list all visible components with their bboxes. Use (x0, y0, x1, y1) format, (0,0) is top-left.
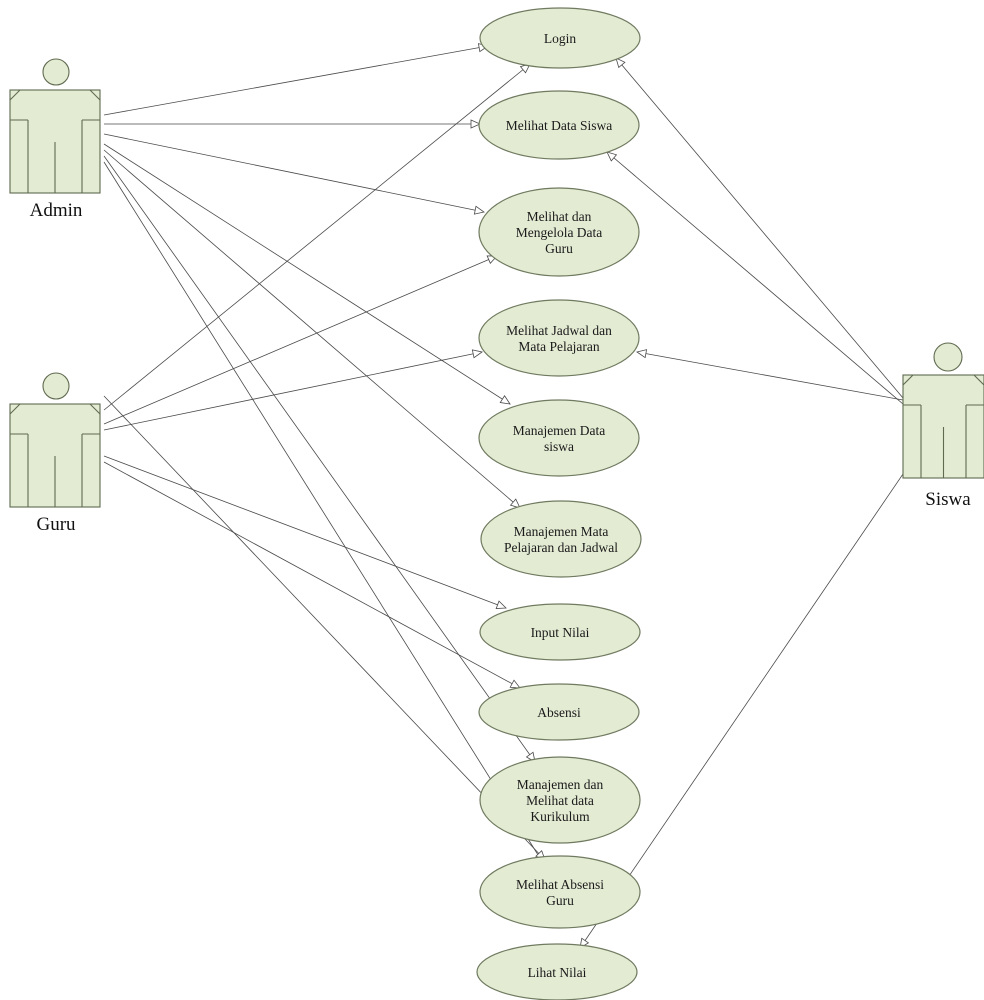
actor-detail-line (9, 89, 21, 101)
use-case-ellipse (479, 855, 641, 929)
arrowhead-siswa-melihat-data-siswa (606, 151, 618, 162)
use-case-label: siswa (544, 439, 574, 454)
use-case-ellipse (476, 943, 638, 1000)
use-case-label: Manajemen Mata (514, 524, 609, 539)
use-case-label: Pelajaran dan Jadwal (504, 540, 618, 555)
use-case-label: Absensi (537, 705, 581, 720)
arrowhead-siswa-melihat-jadwal (636, 349, 648, 359)
use-case-ellipse (479, 756, 641, 844)
association-layer (103, 43, 919, 949)
use-case-label: Manajemen dan (517, 777, 604, 792)
arrowhead-admin-manajemen-mapel-jadwal (509, 498, 521, 509)
association-guru-absensi (103, 461, 521, 689)
use-case-ellipse (479, 603, 641, 661)
actor-label: Siswa (925, 489, 971, 510)
arrowhead-admin-melihat-mengelola-data-guru (473, 205, 485, 215)
association-guru-manajemen-kurikulum (103, 395, 546, 861)
use-case-input-nilai[interactable]: Input Nilai (479, 603, 641, 661)
use-case-label: Melihat dan (527, 209, 592, 224)
use-case-label: Melihat Absensi (516, 877, 604, 892)
actor-head-icon (933, 342, 963, 372)
association-guru-melihat-jadwal (103, 351, 483, 431)
use-case-ellipse (478, 187, 640, 277)
use-case-label: Manajemen Data (513, 423, 606, 438)
actor-detail-line (902, 374, 914, 386)
use-case-ellipse (480, 500, 642, 578)
actor-guru[interactable]: Guru (9, 372, 101, 535)
use-case-ellipse (478, 683, 640, 741)
use-case-label: Melihat data (526, 793, 594, 808)
use-case-label: Input Nilai (531, 625, 590, 640)
association-admin-manajemen-mapel-jadwal (103, 149, 521, 509)
association-guru-login (103, 63, 531, 411)
association-admin-login (103, 45, 489, 116)
association-guru-melihat-mengelola-data-guru (103, 255, 498, 425)
use-case-ellipse (478, 299, 640, 377)
arrowhead-guru-melihat-jadwal (471, 349, 483, 359)
use-case-absensi[interactable]: Absensi (478, 683, 640, 741)
actor-head-icon (42, 58, 70, 86)
actor-siswa[interactable]: Siswa (902, 342, 984, 510)
arrowhead-guru-absensi (509, 679, 521, 689)
use-case-label: Kurikulum (530, 809, 590, 824)
actor-detail-line (973, 374, 984, 386)
use-case-label: Guru (545, 241, 573, 256)
use-case-label: Guru (546, 893, 574, 908)
actor-label: Guru (36, 514, 76, 535)
use-case-label: Melihat Jadwal dan (506, 323, 612, 338)
use-case-label: Mengelola Data (516, 225, 603, 240)
association-admin-manajemen-kurikulum (103, 155, 536, 763)
actor-admin[interactable]: Admin (9, 58, 101, 221)
use-case-label: Melihat Data Siswa (506, 118, 612, 133)
use-case-label: Lihat Nilai (528, 965, 587, 980)
arrowhead-siswa-login (615, 57, 626, 69)
association-siswa-melihat-data-siswa (606, 151, 904, 405)
use-case-label: Mata Pelajaran (518, 339, 600, 354)
use-case-login[interactable]: Login (479, 7, 641, 69)
use-case-ellipse (479, 7, 641, 69)
arrowhead-admin-melihat-data-siswa (470, 119, 481, 129)
association-admin-manajemen-data-siswa (103, 143, 511, 405)
use-case-label: Login (544, 31, 576, 46)
use-case-melihat-data-siswa[interactable]: Melihat Data Siswa (478, 90, 640, 160)
association-guru-input-nilai (103, 455, 507, 609)
actor-detail-line (89, 89, 101, 101)
actor-detail-line (9, 403, 21, 415)
arrowhead-guru-input-nilai (495, 600, 507, 609)
use-case-lihat-nilai[interactable]: Lihat Nilai (476, 943, 638, 1000)
association-siswa-login (615, 57, 904, 399)
actor-detail-line (89, 403, 101, 415)
association-admin-melihat-mengelola-data-guru (103, 133, 485, 213)
actor-label: Admin (30, 200, 83, 221)
arrowhead-admin-manajemen-data-siswa (499, 395, 511, 405)
use-case-ellipse (478, 90, 640, 160)
actor-head-icon (42, 372, 70, 400)
use-case-ellipse (478, 399, 640, 477)
association-admin-melihat-absensi-guru (103, 161, 546, 867)
association-siswa-lihat-nilai (579, 451, 919, 949)
association-siswa-melihat-jadwal (636, 351, 904, 401)
